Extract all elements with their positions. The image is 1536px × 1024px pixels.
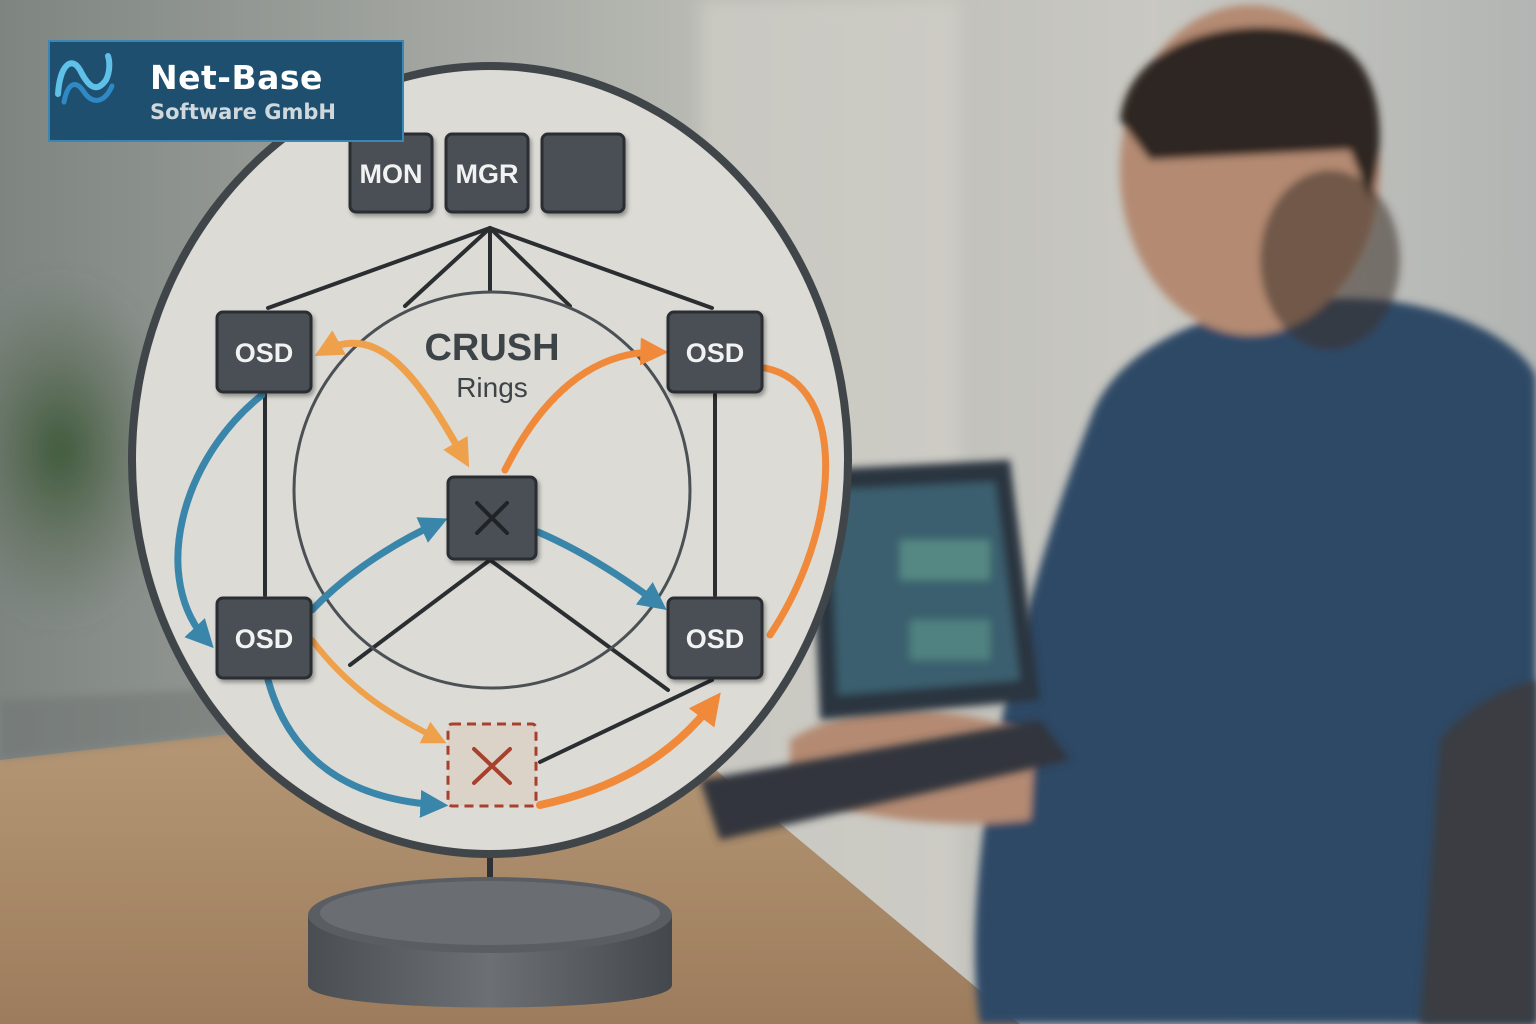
mgr-node <box>444 132 530 214</box>
failed-x-icon <box>472 747 512 785</box>
data-flow-arrows <box>174 330 830 818</box>
net-base-logo-icon <box>55 53 115 105</box>
crush-title: CRUSH <box>424 327 559 369</box>
company-logo: Net-Base Software GmbH <box>48 40 404 142</box>
osd-node-bottom-right <box>666 596 764 680</box>
network-lines <box>263 226 717 764</box>
osd-node-bottom-left <box>215 596 313 680</box>
center-x-icon <box>475 501 509 535</box>
logo-name: Net-Base <box>150 58 323 97</box>
osd-label-top-left: OSD <box>235 338 294 368</box>
display-stand <box>308 855 672 1008</box>
crush-ring <box>292 290 692 690</box>
crush-subtitle: Rings <box>456 372 528 403</box>
osd-label-bottom-left: OSD <box>235 624 294 654</box>
mgr-label: MGR <box>456 159 519 189</box>
chair-blurred <box>1420 680 1536 1024</box>
laptop-blurred <box>700 460 1070 840</box>
plant-blur <box>0 270 180 630</box>
osd-node-top-left <box>215 310 313 394</box>
osd-node-top-right <box>666 310 764 394</box>
mon-label: MON <box>360 159 423 189</box>
blank-node <box>540 132 626 214</box>
osd-label-top-right: OSD <box>686 338 745 368</box>
osd-label-bottom-right: OSD <box>686 624 745 654</box>
logo-subtitle: Software GmbH <box>150 100 336 124</box>
